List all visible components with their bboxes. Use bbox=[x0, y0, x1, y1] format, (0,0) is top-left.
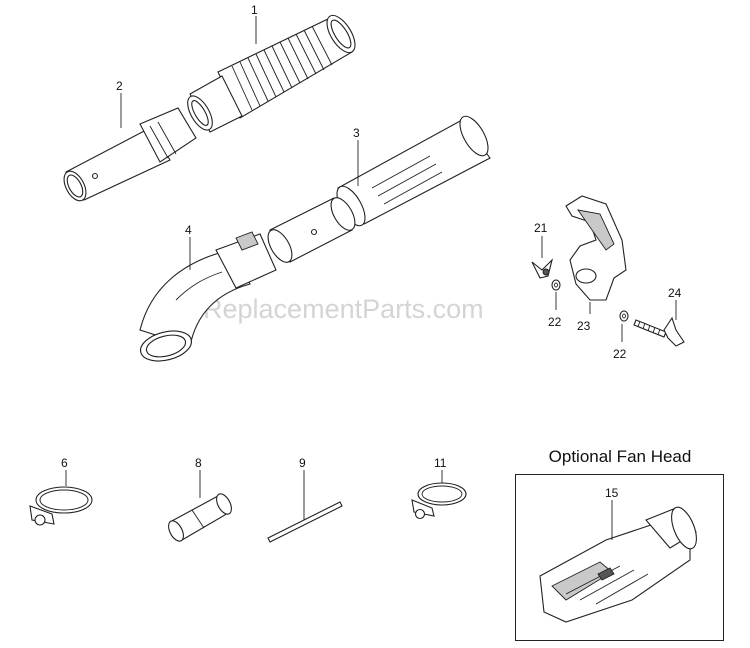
part-22-washer-right[interactable] bbox=[619, 310, 629, 342]
part-6-hose-clamp[interactable] bbox=[29, 470, 93, 526]
connector-pipe[interactable] bbox=[263, 194, 360, 266]
part-11-hose-clamp[interactable] bbox=[411, 470, 467, 520]
part-22-label-right: 22 bbox=[613, 347, 627, 361]
part-9-label: 9 bbox=[299, 456, 306, 470]
part-6-label: 6 bbox=[61, 456, 68, 470]
watermark-text: eReplacementParts.com bbox=[188, 294, 484, 324]
part-4-label: 4 bbox=[185, 223, 192, 237]
part-24-label: 24 bbox=[668, 286, 682, 300]
part-9-rod[interactable] bbox=[267, 470, 343, 543]
part-24-wing-bolt[interactable] bbox=[633, 300, 685, 347]
part-2-label: 2 bbox=[116, 79, 123, 93]
part-21-label: 21 bbox=[534, 221, 548, 235]
part-15-fan-head[interactable] bbox=[539, 500, 702, 623]
optional-fan-head-title: Optional Fan Head bbox=[548, 447, 692, 466]
part-8-label: 8 bbox=[195, 456, 202, 470]
part-1-flex-hose[interactable] bbox=[183, 11, 361, 134]
part-3-label: 3 bbox=[353, 126, 360, 140]
part-2-reducer-pipe[interactable] bbox=[60, 93, 197, 204]
part-23-label: 23 bbox=[577, 319, 591, 333]
part-1-label: 1 bbox=[251, 3, 258, 17]
part-22-label-left: 22 bbox=[548, 315, 562, 329]
part-15-label: 15 bbox=[605, 486, 619, 500]
part-22-washer-left[interactable] bbox=[551, 279, 561, 310]
optional-fan-head-box bbox=[515, 474, 724, 641]
part-3-straight-pipe[interactable] bbox=[331, 112, 493, 230]
part-23-bracket[interactable] bbox=[565, 195, 627, 314]
part-4-elbow-pipe[interactable] bbox=[137, 231, 277, 366]
part-21-wing-nut[interactable] bbox=[531, 236, 554, 279]
part-8-socket-tube[interactable] bbox=[166, 470, 235, 544]
part-11-label: 11 bbox=[434, 456, 447, 470]
